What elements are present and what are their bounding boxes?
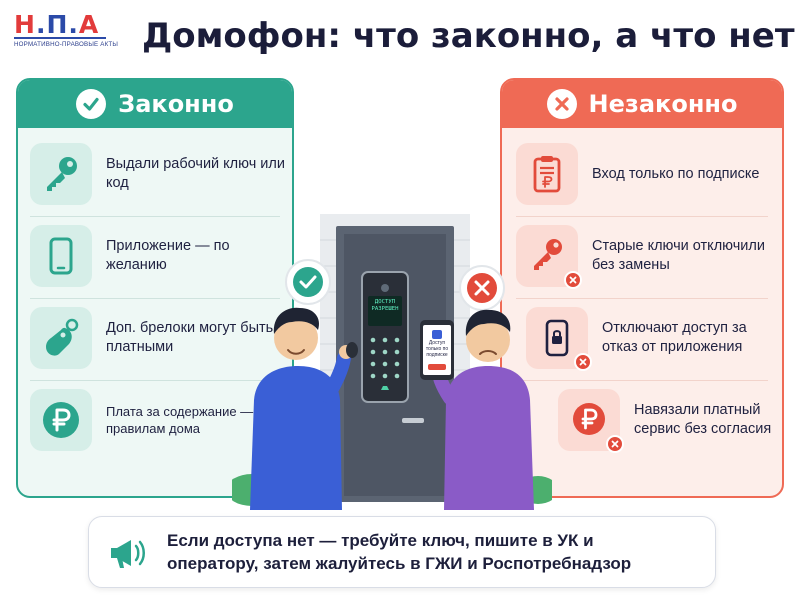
disabled-key-icon xyxy=(516,225,582,289)
illegal-item-subscription: Вход только по подписке xyxy=(516,138,778,210)
legal-panel-title: Законно xyxy=(118,90,234,118)
intercom-scene-illustration xyxy=(232,214,552,510)
divider xyxy=(516,216,768,217)
logo-wordmark: Н.П.А xyxy=(14,10,100,39)
check-icon xyxy=(76,89,107,119)
illegal-item-text: Вход только по подписке xyxy=(592,165,760,182)
ruble-coin-icon xyxy=(30,389,92,451)
legal-item-text: Приложение — по желанию xyxy=(106,238,230,273)
key-icon xyxy=(30,143,92,205)
logo-subtitle: НОРМАТИВНО-ПРАВОВЫЕ АКТЫ xyxy=(14,41,119,48)
legal-item-fobs: Доп. брелоки могут быть платными xyxy=(30,302,288,374)
door-handle xyxy=(402,418,424,423)
illegal-item-text: Отключают доступ за отказ от приложения xyxy=(602,320,747,355)
divider xyxy=(516,380,768,381)
action-notice-card: Если доступа нет — требуйте ключ, пишите… xyxy=(88,516,716,588)
npa-logo: Н.П.А НОРМАТИВНО-ПРАВОВЫЕ АКТЫ xyxy=(14,10,119,48)
subscription-invoice-icon xyxy=(516,143,578,205)
legal-panel-header: Законно xyxy=(18,80,292,128)
illegal-item-text: Старые ключи отключили без замены xyxy=(592,238,765,273)
smartphone-icon xyxy=(30,225,92,287)
page-title: Домофон: что законно, а что нет xyxy=(142,16,795,56)
divider xyxy=(30,298,280,299)
divider xyxy=(30,216,280,217)
intercom-screen-text: ДОСТУП РАЗРЕШЕН xyxy=(371,299,399,312)
illegal-item-app-refusal: Отключают доступ за отказ от приложения xyxy=(526,302,780,374)
legal-item-text: Плата за содержание — по правилам дома xyxy=(106,404,272,436)
blocked-badge-icon xyxy=(564,271,582,289)
locked-phone-icon xyxy=(526,307,592,371)
legal-item-fee: Плата за содержание — по правилам дома xyxy=(30,384,288,456)
illegal-panel-header: Незаконно xyxy=(502,80,782,128)
phone-screen-text: Доступ только по подписке xyxy=(425,340,449,358)
happy-resident-figure xyxy=(250,307,358,510)
blocked-badge-icon xyxy=(606,435,624,453)
illegal-panel: Незаконно Вход только по подписке xyxy=(500,78,784,498)
divider xyxy=(516,298,768,299)
legal-item-app: Приложение — по желанию xyxy=(30,220,288,292)
illegal-item-old-keys: Старые ключи отключили без замены xyxy=(516,220,778,292)
illegal-item-text: Навязали платный сервис без согласия xyxy=(634,402,772,437)
divider xyxy=(30,380,280,381)
intercom-panel xyxy=(361,271,409,403)
illegal-panel-title: Незаконно xyxy=(588,90,738,118)
illegal-item-paid-service: Навязали платный сервис без согласия xyxy=(558,384,782,456)
action-notice-text: Если доступа нет — требуйте ключ, пишите… xyxy=(167,531,632,573)
legal-item-text: Доп. брелоки могут быть платными xyxy=(106,320,274,355)
cross-icon xyxy=(546,89,577,119)
legal-item-text: Выдали рабочий ключ или код xyxy=(106,156,285,191)
megaphone-icon xyxy=(105,530,149,574)
legal-panel: Законно Выдали рабочий ключ или код Прил… xyxy=(16,78,294,498)
key-fob-icon xyxy=(30,307,92,369)
key-fob xyxy=(346,342,358,358)
logo-underline xyxy=(14,37,106,39)
legal-item-key: Выдали рабочий ключ или код xyxy=(30,138,288,210)
blocked-badge-icon xyxy=(574,353,592,371)
upset-resident-figure xyxy=(420,309,534,510)
ruble-blocked-icon xyxy=(558,389,624,453)
